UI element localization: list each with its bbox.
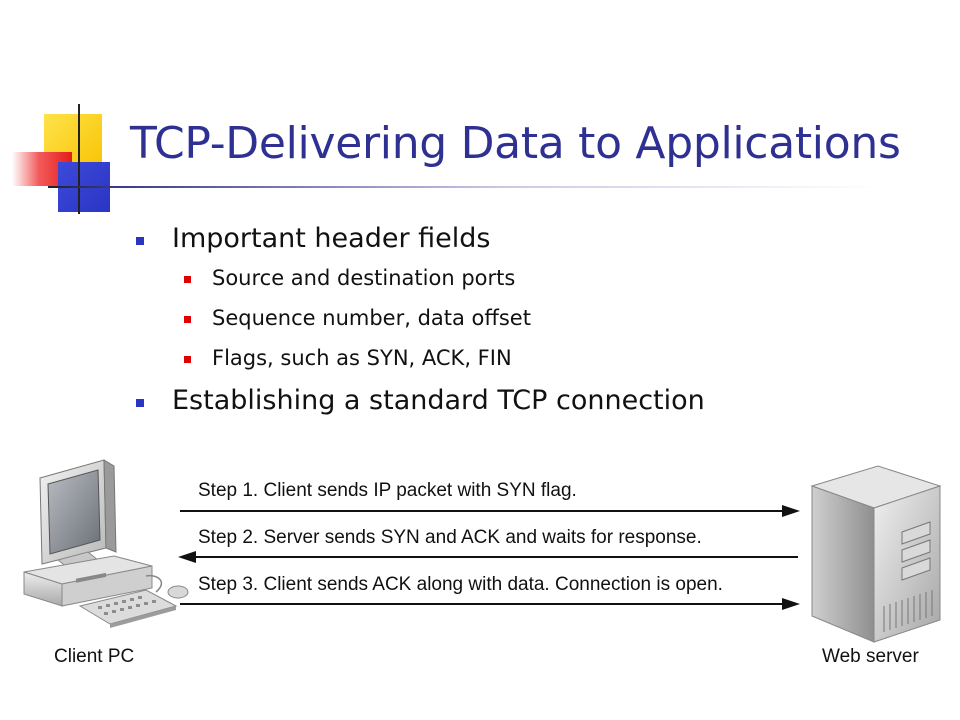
- handshake-arrows: [178, 505, 800, 610]
- bullet-item: Important header fields: [136, 222, 916, 256]
- bullet-list: Important header fields Source and desti…: [136, 222, 916, 418]
- bullet-marker: [136, 399, 144, 407]
- step-2-arrow: [178, 551, 798, 563]
- sub-bullet-text: Source and destination ports: [212, 266, 516, 290]
- slide-title: TCP-Delivering Data to Applications: [130, 118, 901, 169]
- bullet-item: Establishing a standard TCP connection: [136, 384, 916, 418]
- logo-vertical-line: [78, 104, 80, 214]
- sub-bullet-item: Source and destination ports: [136, 258, 916, 298]
- bullet-text: Important header fields: [172, 223, 491, 254]
- step-3-arrow: [180, 598, 800, 610]
- sub-bullet-text: Sequence number, data offset: [212, 306, 531, 330]
- sub-bullet-item: Flags, such as SYN, ACK, FIN: [136, 338, 916, 378]
- step-3-label: Step 3. Client sends ACK along with data…: [198, 574, 723, 595]
- client-pc-label: Client PC: [54, 646, 135, 667]
- bullet-marker: [136, 237, 144, 245]
- sub-bullet-marker: [184, 276, 191, 283]
- web-server-icon: [810, 465, 942, 643]
- tcp-handshake-diagram: Step 1. Client sends IP packet with SYN …: [0, 450, 960, 720]
- web-server-label: Web server: [822, 646, 919, 667]
- step-1-label: Step 1. Client sends IP packet with SYN …: [198, 480, 577, 501]
- sub-bullet-marker: [184, 316, 191, 323]
- step-2-label: Step 2. Server sends SYN and ACK and wai…: [198, 527, 702, 548]
- step-1-arrow: [180, 505, 800, 517]
- bullet-text: Establishing a standard TCP connection: [172, 385, 705, 416]
- client-pc-icon: [23, 459, 189, 628]
- sub-bullet-marker: [184, 356, 191, 363]
- title-underline: [48, 186, 878, 188]
- sub-bullet-item: Sequence number, data offset: [136, 298, 916, 338]
- sub-bullet-text: Flags, such as SYN, ACK, FIN: [212, 346, 512, 370]
